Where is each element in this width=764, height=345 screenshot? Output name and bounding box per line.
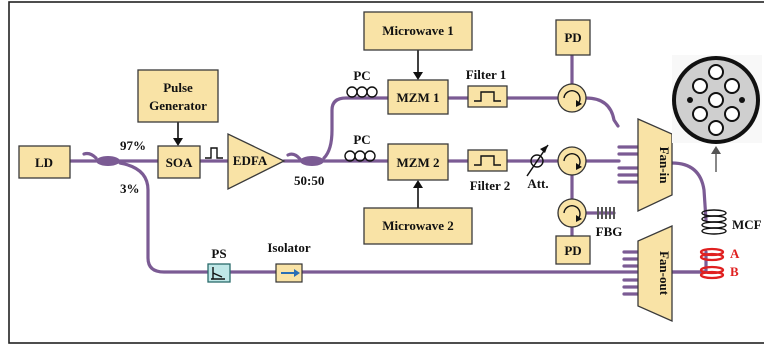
svg-text:MZM 2: MZM 2 [397, 155, 440, 170]
fan-out: Fan-out [622, 225, 673, 322]
ratio-3-label: 3% [120, 181, 140, 196]
pc-bottom: PC [344, 132, 376, 162]
edfa-amplifier: EDFA [227, 132, 286, 191]
svg-text:Fan-in: Fan-in [657, 147, 672, 185]
mcf-crosssection-image [672, 55, 762, 172]
svg-text:MCF: MCF [732, 217, 762, 232]
electrical-wires [173, 50, 423, 208]
svg-text:Pulse: Pulse [163, 80, 193, 95]
isolator: Isolator [267, 240, 311, 283]
phase-shifter: PS [207, 246, 231, 283]
svg-text:Generator: Generator [149, 98, 207, 113]
svg-text:Microwave 2: Microwave 2 [382, 218, 454, 233]
filter1: Filter 1 [466, 67, 508, 108]
ld-box: LD [18, 145, 71, 179]
circulator-mid [557, 146, 587, 176]
mzm2-box: MZM 2 [387, 143, 449, 181]
svg-text:PD: PD [564, 243, 581, 258]
core-b-marker: B [699, 264, 739, 280]
ratio-5050-label: 50:50 [294, 173, 324, 188]
svg-text:Att.: Att. [527, 176, 548, 191]
filter2: Filter 2 [467, 149, 511, 193]
svg-text:B: B [730, 264, 739, 279]
svg-text:PD: PD [564, 30, 581, 45]
svg-text:Filter 1: Filter 1 [466, 67, 507, 82]
fan-in: Fan-in [617, 118, 673, 213]
svg-text:PS: PS [211, 246, 226, 261]
svg-text:A: A [730, 246, 740, 261]
svg-text:PC: PC [353, 68, 370, 83]
svg-text:PC: PC [353, 132, 370, 147]
svg-text:Filter 2: Filter 2 [470, 178, 511, 193]
fbg: FBG [596, 207, 623, 239]
ratio-97-label: 97% [120, 138, 146, 153]
svg-text:FBG: FBG [596, 224, 623, 239]
svg-text:SOA: SOA [166, 155, 193, 170]
circulator-top [557, 83, 587, 113]
svg-text:Fan-out: Fan-out [657, 251, 672, 296]
svg-text:Isolator: Isolator [267, 240, 311, 255]
svg-text:MZM 1: MZM 1 [397, 90, 440, 105]
pulse-generator-box: Pulse Generator [137, 69, 219, 123]
svg-text:LD: LD [35, 155, 53, 170]
circulator-bottom [557, 198, 587, 228]
attenuator: Att. [526, 144, 549, 191]
coupler-50-50 [300, 156, 324, 166]
mcf-spool: MCF [701, 209, 762, 235]
svg-text:EDFA: EDFA [233, 153, 268, 168]
mzm1-box: MZM 1 [387, 79, 449, 115]
svg-text:Microwave 1: Microwave 1 [382, 23, 454, 38]
microwave2-box: Microwave 2 [363, 207, 473, 245]
diagram-frame [8, 1, 764, 344]
pulse-shape-icon [205, 147, 223, 159]
soa-box: SOA [157, 145, 201, 179]
coupler-97-3 [96, 156, 120, 166]
microwave1-box: Microwave 1 [363, 11, 473, 51]
pc-top: PC [346, 68, 378, 98]
pd-top-box: PD [555, 19, 591, 56]
pd-bottom-box: PD [555, 235, 591, 265]
core-a-marker: A [699, 246, 740, 262]
